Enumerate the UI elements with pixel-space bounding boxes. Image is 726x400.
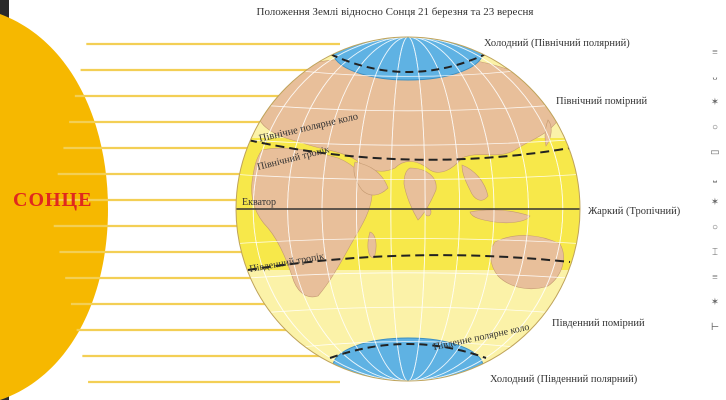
globe [236,37,580,381]
graticule-parallels [239,71,577,347]
arctic-circle-line [329,53,487,73]
side-mark: ○ [711,122,719,133]
side-mark: ○ [711,222,719,233]
zone-label-south-temperate: Південний помірний [552,318,645,329]
side-mark: ▭ [710,147,720,158]
parallel-line [250,272,566,279]
side-mark: ⊢ [710,322,720,333]
side-mark: ≡ [712,47,718,58]
parallel-line [270,306,546,313]
equator-label-text: Екватор [242,197,276,208]
parallel-line [239,238,577,244]
continents [251,55,564,298]
zone-label-south-cold: Холодний (Південний полярний) [490,374,638,385]
globe-outline [235,36,581,382]
side-mark: ✶ [710,97,720,108]
diagram-title: Положення Землі відносно Сонця 21 березн… [256,6,534,18]
tropic-north-line [247,139,571,161]
tropic-south-line [247,254,571,271]
sun-label: СОНЦЕ [13,189,93,211]
side-mark: ≡ [712,272,718,283]
parallel-line [304,341,512,347]
sun-rays [51,42,340,384]
side-mark: ᴗ [712,72,718,83]
side-mark: ✶ [710,297,720,308]
zone-label-north-temperate: Північний помірний [556,96,648,107]
zone-label-north-cold: Холодний (Північний полярний) [484,38,630,49]
side-marks: ≡ ᴗ ✶ ○ ▭ ⎵ ✶ ○ ⌶ ≡ ✶ ⊢ [708,40,722,390]
antarctic-circle-line [329,343,487,359]
side-mark: ⎵ [713,172,717,183]
parallel-line [304,71,512,77]
parallel-line [239,174,577,180]
side-mark: ✶ [710,197,720,208]
zone-label-tropical: Жаркий (Тропічний) [588,206,681,217]
side-mark: ⌶ [712,247,718,258]
parallel-line [250,139,566,146]
parallel-line [270,105,546,112]
